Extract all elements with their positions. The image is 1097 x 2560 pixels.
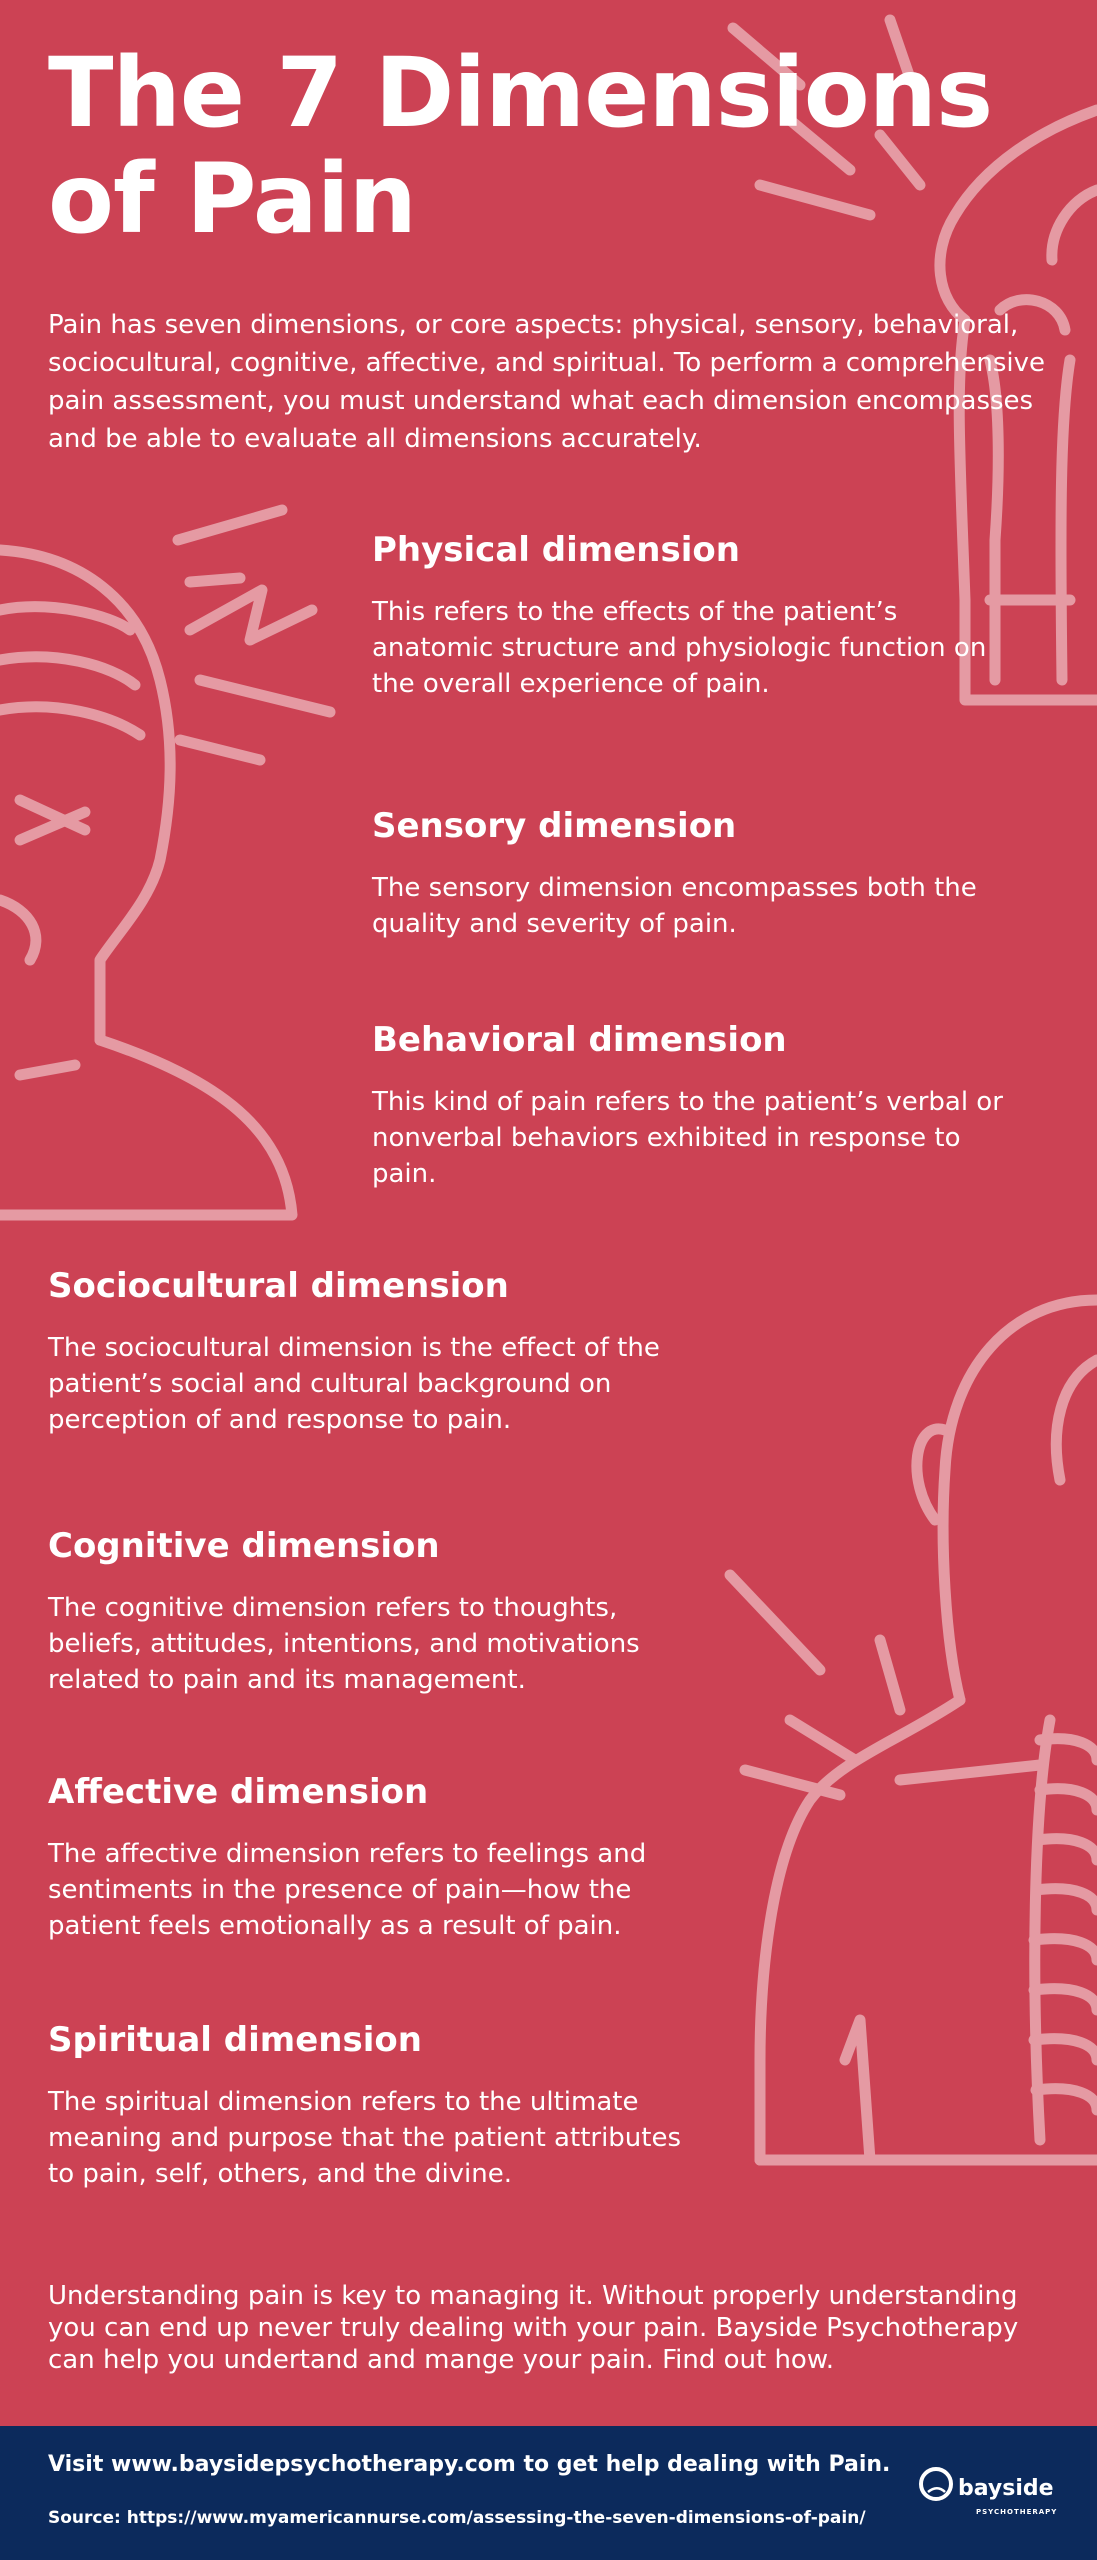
section-body: This refers to the effects of the patien… — [372, 597, 987, 699]
intro-text: Pain has seven dimensions, or core aspec… — [48, 310, 1046, 454]
section-affective: Affective dimension The affective dimens… — [48, 1770, 708, 1944]
brand-subtitle: PSYCHOTHERAPY — [976, 2508, 1058, 2516]
section-cognitive: Cognitive dimension The cognitive dimens… — [48, 1524, 708, 1698]
section-heading: Cognitive dimension — [48, 1526, 440, 1566]
section-heading: Affective dimension — [48, 1772, 429, 1812]
section-heading: Sensory dimension — [372, 806, 737, 846]
source-link[interactable]: Source: https://www.myamericannurse.com/… — [48, 2508, 866, 2528]
closing-text: Understanding pain is key to managing it… — [48, 2281, 1019, 2375]
page-title: The 7 Dimensions of Pain — [48, 37, 993, 255]
section-sociocultural: Sociocultural dimension The sociocultura… — [48, 1264, 708, 1438]
section-heading: Sociocultural dimension — [48, 1266, 509, 1306]
section-spiritual: Spiritual dimension The spiritual dimens… — [48, 2018, 708, 2192]
section-heading: Behavioral dimension — [372, 1020, 787, 1060]
knee-joint-icon — [727, 14, 1097, 706]
section-body: The cognitive dimension refers to though… — [48, 1593, 640, 1695]
section-behavioral: Behavioral dimension This kind of pain r… — [372, 1018, 1012, 1192]
section-heading: Spiritual dimension — [48, 2020, 422, 2060]
section-body: This kind of pain refers to the patient’… — [372, 1087, 1003, 1189]
bayside-logo[interactable]: bayside PSYCHOTHERAPY — [912, 2462, 1062, 2532]
headache-head-icon — [0, 504, 336, 1221]
section-sensory: Sensory dimension The sensory dimension … — [372, 804, 1012, 942]
section-physical: Physical dimension This refers to the ef… — [372, 528, 1012, 702]
section-body: The spiritual dimension refers to the ul… — [48, 2087, 682, 2189]
back-spine-pain-icon — [724, 1294, 1097, 2166]
section-heading: Physical dimension — [372, 530, 740, 570]
bayside-logo-icon — [919, 2467, 953, 2501]
section-body: The affective dimension refers to feelin… — [48, 1839, 647, 1941]
brand-name: bayside — [958, 2476, 1054, 2501]
footer-bar: Visit www.baysidepsychotherapy.com to ge… — [0, 2426, 1097, 2560]
visit-website-text[interactable]: Visit www.baysidepsychotherapy.com to ge… — [48, 2452, 891, 2477]
section-body: The sensory dimension encompasses both t… — [372, 873, 977, 939]
section-body: The sociocultural dimension is the effec… — [48, 1333, 660, 1435]
